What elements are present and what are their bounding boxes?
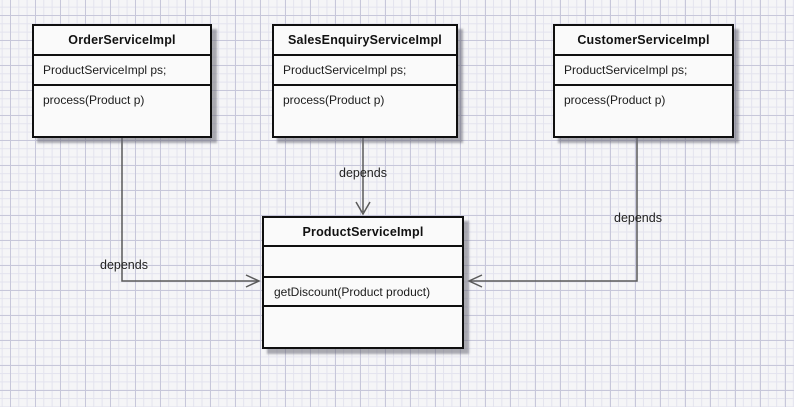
edge-label-depends-sales: depends bbox=[339, 166, 387, 180]
method-text: process(Product p) bbox=[564, 93, 666, 107]
class-title: OrderServiceImpl bbox=[34, 26, 210, 56]
class-methods-compartment: getDiscount(Product product) bbox=[264, 278, 462, 307]
attribute-text: ProductServiceImpl ps; bbox=[283, 63, 407, 77]
class-title: SalesEnquiryServiceImpl bbox=[274, 26, 456, 56]
class-attributes-compartment: ProductServiceImpl ps; bbox=[34, 56, 210, 86]
class-methods-compartment: process(Product p) bbox=[34, 86, 210, 136]
class-attributes-compartment-empty bbox=[264, 247, 462, 278]
edge-customer-depends-product bbox=[470, 138, 638, 282]
class-box-productserviceimpl: ProductServiceImpl getDiscount(Product p… bbox=[262, 216, 464, 349]
method-text: process(Product p) bbox=[283, 93, 385, 107]
class-attributes-compartment: ProductServiceImpl ps; bbox=[274, 56, 456, 86]
class-title: CustomerServiceImpl bbox=[555, 26, 732, 56]
arrowhead-left-icon bbox=[467, 274, 483, 288]
class-box-orderserviceimpl: OrderServiceImpl ProductServiceImpl ps; … bbox=[32, 24, 212, 138]
method-text: process(Product p) bbox=[43, 93, 145, 107]
attribute-text: ProductServiceImpl ps; bbox=[564, 63, 688, 77]
attribute-text: ProductServiceImpl ps; bbox=[43, 63, 167, 77]
class-box-salesenquiryserviceimpl: SalesEnquiryServiceImpl ProductServiceIm… bbox=[272, 24, 458, 138]
edge-label-depends-customer: depends bbox=[614, 211, 662, 225]
class-title: ProductServiceImpl bbox=[264, 218, 462, 247]
class-attributes-compartment: ProductServiceImpl ps; bbox=[555, 56, 732, 86]
arrowhead-right-icon bbox=[245, 274, 261, 288]
class-methods-compartment: process(Product p) bbox=[555, 86, 732, 136]
class-box-customerserviceimpl: CustomerServiceImpl ProductServiceImpl p… bbox=[553, 24, 734, 138]
arrowhead-down-icon bbox=[355, 201, 371, 216]
method-text: getDiscount(Product product) bbox=[274, 284, 431, 299]
class-empty-compartment bbox=[264, 307, 462, 347]
class-methods-compartment: process(Product p) bbox=[274, 86, 456, 136]
edge-label-depends-order: depends bbox=[100, 258, 148, 272]
